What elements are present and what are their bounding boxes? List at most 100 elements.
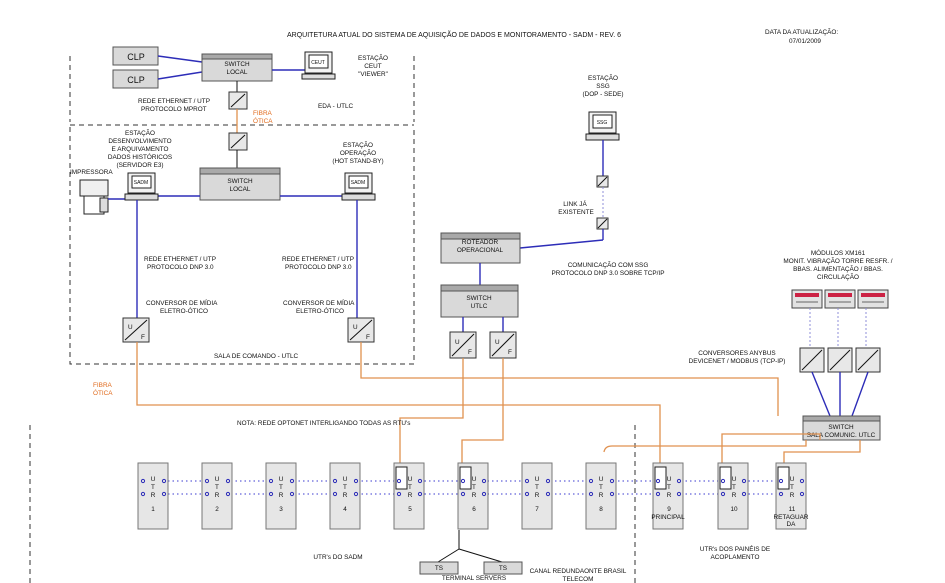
port-dot — [720, 478, 726, 484]
link-router — [519, 239, 604, 249]
port-dot — [609, 491, 615, 497]
rtu-number: 4 — [343, 506, 347, 513]
link-clp-switch — [157, 55, 203, 63]
ts-label: TS — [499, 565, 507, 572]
rtu-number: 7 — [535, 506, 539, 513]
uf-label: F — [468, 349, 472, 356]
port-dot — [140, 491, 146, 497]
rtu-letter: T — [535, 484, 539, 491]
rtu-terminal — [777, 466, 790, 490]
station-label: DADOS HISTÓRICOS — [108, 152, 172, 161]
fiber-link — [721, 433, 821, 467]
screen — [131, 175, 152, 189]
converter-label: CONVERSOR DE MÍDIA — [146, 298, 218, 307]
printer-icon — [79, 179, 109, 215]
port-dot — [417, 478, 423, 484]
rtu-letter: U — [279, 476, 284, 483]
switch-label: SWITCH — [828, 424, 854, 431]
comm-label: COMUNICAÇÃO COM SSG — [568, 260, 649, 269]
anybus-converter-icon — [827, 347, 853, 373]
switch-label: SWITCH — [227, 178, 253, 185]
rtu-terminal — [654, 466, 667, 490]
station-label: DESENVOLVIMENTO — [108, 138, 171, 145]
rtu-number: 9 — [667, 506, 671, 513]
uf-label: U — [495, 339, 500, 346]
link-label: LINK JÁ — [563, 199, 587, 208]
switch-label: SWITCH — [466, 295, 492, 302]
router-label: OPERACIONAL — [457, 247, 504, 254]
port-dot — [609, 478, 615, 484]
link — [458, 548, 503, 563]
rtu-letter: U — [472, 476, 477, 483]
port-dot — [268, 478, 274, 484]
uf-label: F — [366, 334, 370, 341]
network-label: PROTOCOLO DNP 3.0 — [147, 264, 214, 271]
port-dot — [676, 491, 682, 497]
port-dot — [268, 491, 274, 497]
port-dot — [396, 491, 402, 497]
station-label: ESTAÇÃO — [125, 128, 155, 137]
network-label: REDE ETHERNET / UTP — [138, 98, 210, 105]
network-label: REDE ETHERNET / UTP — [282, 256, 354, 263]
utr-paineis-label: ACOPLAMENTO — [711, 554, 760, 561]
uf-label: F — [508, 349, 512, 356]
port-dot — [778, 491, 784, 497]
port-dot — [588, 491, 594, 497]
port-dot — [460, 491, 466, 497]
eda-label: EDA - UTLC — [318, 103, 354, 110]
uf-label: U — [353, 324, 358, 331]
update-date-label: DATA DA ATUALIZAÇÃO: — [765, 27, 838, 36]
switch-label: LOCAL — [227, 69, 248, 76]
note-label: NOTA: REDE OPTONET INTERLIGANDO TODAS AS… — [237, 420, 410, 427]
switch-label: UTLC — [471, 303, 488, 310]
rtu-sub-label: RETAGUAR — [773, 514, 808, 521]
anybus-converter-icon — [855, 347, 881, 373]
port-dot — [225, 491, 231, 497]
rtu-letter: T — [408, 484, 412, 491]
port-dot — [204, 478, 210, 484]
port-dot — [778, 478, 784, 484]
keyboard — [585, 133, 620, 141]
port-dot — [225, 478, 231, 484]
station-label: SSG — [596, 83, 610, 90]
converter-icon — [228, 132, 248, 151]
port-dot — [353, 478, 359, 484]
station-label: (SERVIDOR E3) — [116, 162, 163, 169]
network-label: REDE ETHERNET / UTP — [144, 256, 216, 263]
rtu-number: 8 — [599, 506, 603, 513]
fiber-link — [360, 342, 779, 416]
printer-label: IMPRESSORA — [70, 169, 113, 176]
utr-paineis-label: UTR's DOS PAINÉIS DE — [700, 544, 770, 553]
rtu-letter: U — [732, 476, 737, 483]
room-label: SALA DE COMANDO - UTLC — [214, 353, 299, 360]
rtu-letter: R — [343, 492, 348, 499]
canal-label: TELECOM — [563, 576, 594, 583]
clp-label: CLP — [127, 52, 145, 62]
port-dot — [588, 478, 594, 484]
station-label: CEUT — [364, 63, 381, 70]
port-dot — [481, 491, 487, 497]
media-converter-icon — [347, 317, 375, 343]
rtu-letter: T — [279, 484, 283, 491]
rtu-terminal — [459, 466, 472, 490]
xm161-module-icon — [824, 289, 856, 309]
fiber-link — [461, 358, 504, 467]
port-dot — [655, 491, 661, 497]
terminal-server-box — [419, 561, 459, 575]
station-label: ESTAÇÃO — [343, 140, 373, 149]
anybus-converter-icon — [799, 347, 825, 373]
update-date-value: 07/01/2009 — [789, 38, 821, 45]
port-dot — [289, 491, 295, 497]
screen — [348, 175, 369, 189]
station-label: "VIEWER" — [358, 71, 388, 78]
clp-label: CLP — [127, 75, 145, 85]
rtu-letter: R — [472, 492, 477, 499]
rtu-number: 1 — [151, 506, 155, 513]
rtu-letter: T — [151, 484, 155, 491]
rtu-letter: U — [343, 476, 348, 483]
uf-label: U — [128, 324, 133, 331]
rtu-letter: R — [215, 492, 220, 499]
keyboard — [124, 193, 159, 201]
